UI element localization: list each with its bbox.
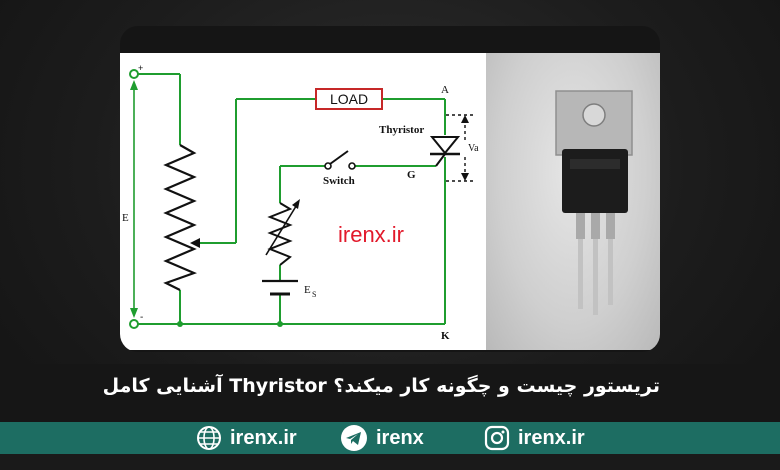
- circuit-svg: LOAD A Thyristor Switch G K Va E E S + -: [122, 63, 479, 342]
- variable-arrow-head: [292, 199, 300, 209]
- thyristor-photo: [486, 53, 660, 350]
- leg-right-upper: [606, 213, 615, 239]
- footer-website-label: irenx.ir: [230, 426, 297, 449]
- thyristor-gate-lead: [435, 153, 446, 167]
- switch-contact-right: [348, 162, 356, 170]
- leg-left-upper: [576, 213, 585, 239]
- junction-dot-2: [277, 321, 283, 327]
- anode-label: A: [441, 84, 449, 96]
- globe-icon: [197, 426, 221, 450]
- footer-website[interactable]: irenx.ir: [196, 425, 297, 451]
- es-subscript: S: [312, 290, 316, 299]
- leg-right-lower: [608, 239, 613, 305]
- footer-instagram-label: irenx.ir: [518, 426, 585, 449]
- bottom-strip: [0, 454, 780, 470]
- image-card: LOAD A Thyristor Switch G K Va E E S + -: [120, 26, 660, 352]
- footer-telegram-label: irenx: [376, 426, 424, 449]
- variable-resistor: [267, 202, 293, 266]
- tab-hole: [582, 103, 606, 127]
- footer-instagram[interactable]: irenx.ir: [484, 425, 585, 451]
- watermark-text: irenx.ir: [338, 222, 405, 247]
- load-label: LOAD: [330, 91, 368, 107]
- terminal-plus: [129, 69, 139, 79]
- leg-middle-lower: [593, 239, 598, 315]
- es-label: E: [304, 284, 311, 296]
- instagram-icon: [484, 425, 510, 451]
- gate-label: G: [407, 169, 416, 181]
- switch-blade: [329, 150, 349, 165]
- wiper-arrow: [190, 238, 200, 248]
- e-arrow-up: [130, 80, 138, 90]
- cathode-label: K: [441, 330, 450, 342]
- leg-left-lower: [578, 239, 583, 309]
- footer-bar: [0, 422, 780, 454]
- body-marking: [570, 159, 620, 169]
- device-body: [562, 149, 628, 213]
- junction-dot-1: [177, 321, 183, 327]
- va-arrow-up: [461, 115, 469, 123]
- thyristor-label: Thyristor: [379, 124, 424, 136]
- e-arrow-down: [130, 308, 138, 318]
- thyristor-photo-svg: [555, 90, 633, 315]
- e-label: E: [122, 212, 129, 224]
- switch-contact-left: [324, 162, 332, 170]
- minus-label: -: [140, 312, 143, 323]
- leg-middle-upper: [591, 213, 600, 239]
- footer-telegram[interactable]: irenx: [340, 425, 424, 451]
- page-title: تریستور چیست و چگونه کار میکند؟ Thyristo…: [102, 375, 660, 397]
- telegram-icon: [341, 425, 367, 451]
- va-label: Va: [468, 143, 479, 154]
- thyristor-triangle: [429, 136, 461, 155]
- load-box: [315, 88, 383, 110]
- terminal-minus: [129, 319, 139, 329]
- rheostat-resistor: [163, 144, 198, 291]
- circuit-diagram: LOAD A Thyristor Switch G K Va E E S + -: [120, 53, 486, 350]
- plus-label: +: [138, 63, 143, 73]
- switch-label: Switch: [323, 175, 355, 187]
- title-strip: [0, 364, 780, 422]
- va-arrow-down: [461, 173, 469, 181]
- variable-arrow-line: [265, 202, 299, 256]
